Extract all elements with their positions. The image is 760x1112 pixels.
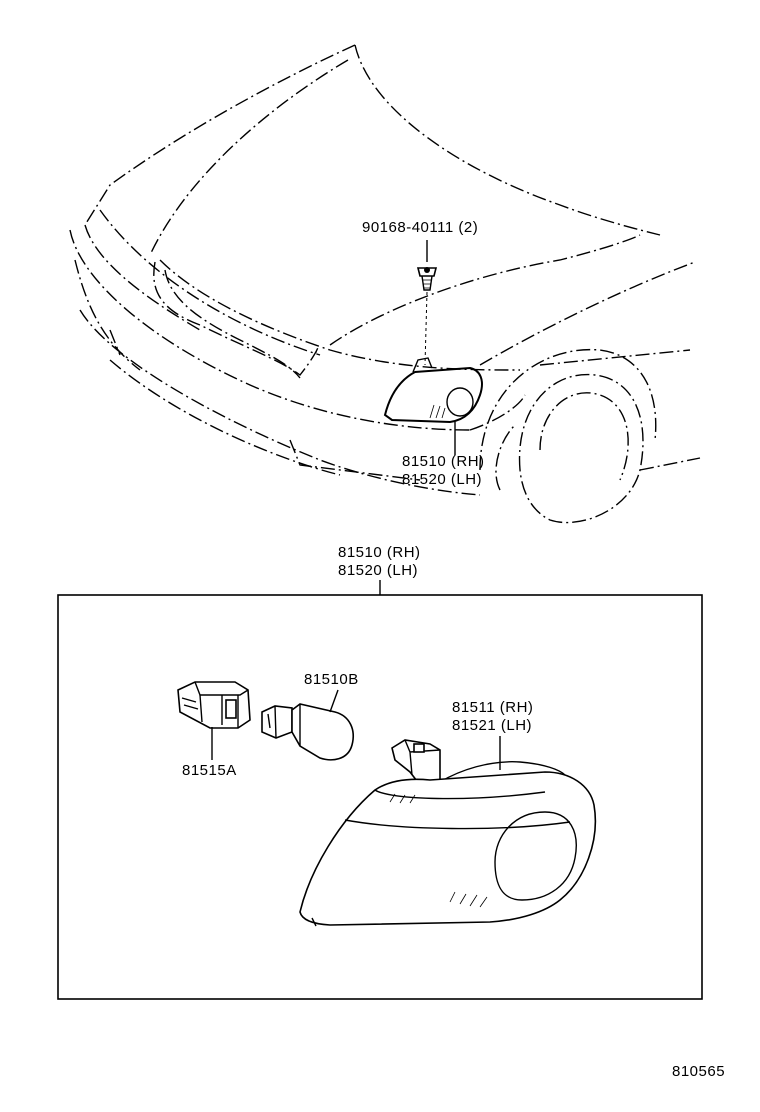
lamp-small-mount	[412, 357, 433, 373]
bumper-side	[469, 394, 526, 431]
mirror-line	[539, 349, 691, 366]
grille-inner	[164, 269, 301, 379]
fender-line	[479, 261, 696, 366]
wheel-outer	[518, 373, 644, 524]
bumper-upper	[84, 224, 201, 331]
bumper-lower-2	[109, 359, 341, 476]
screw-leader	[424, 291, 428, 366]
hood-crease-left	[149, 59, 349, 256]
lamp-lh-label: 81520 (LH)	[402, 471, 482, 488]
screw-icon	[416, 267, 438, 291]
screw-part-number: 90168-40111 (2)	[362, 219, 478, 236]
lens-lh-label: 81521 (LH)	[452, 717, 532, 734]
lamp-small-lens	[446, 387, 474, 417]
grille-outline	[153, 261, 319, 376]
bulb-leader	[329, 689, 339, 713]
hood-edge	[84, 44, 356, 226]
corner-lamp-small	[383, 366, 483, 424]
bulb-part-number: 81510B	[304, 671, 359, 688]
hood-front-edge	[159, 259, 521, 371]
corner-lamp-lens-icon	[299, 739, 597, 927]
hood-line-2	[99, 209, 321, 356]
assembly-lh-label: 81520 (LH)	[338, 562, 418, 579]
bumper-lip	[109, 329, 421, 481]
bulb-icon	[261, 703, 354, 761]
assembly-rh-label: 81510 (RH)	[338, 544, 421, 561]
hood-crease-center	[354, 44, 661, 236]
lamp-small-hatch	[429, 404, 446, 419]
socket-part-number: 81515A	[182, 762, 237, 779]
lens-rh-label: 81511 (RH)	[452, 699, 533, 716]
lamp-rh-label: 81510 (RH)	[402, 453, 485, 470]
body-lower-sill	[495, 424, 516, 491]
bumper-top	[69, 229, 471, 431]
wheel-inner	[539, 392, 629, 481]
hood-right-edge	[329, 234, 641, 346]
body-sill	[639, 457, 701, 471]
detail-frame	[57, 594, 703, 1000]
bumper-bottom	[74, 259, 141, 371]
socket-icon	[177, 681, 251, 729]
car-outline	[69, 44, 701, 524]
wheel-arch	[479, 348, 657, 471]
figure-number: 810565	[672, 1063, 725, 1080]
headlamp-on-car	[383, 357, 483, 424]
